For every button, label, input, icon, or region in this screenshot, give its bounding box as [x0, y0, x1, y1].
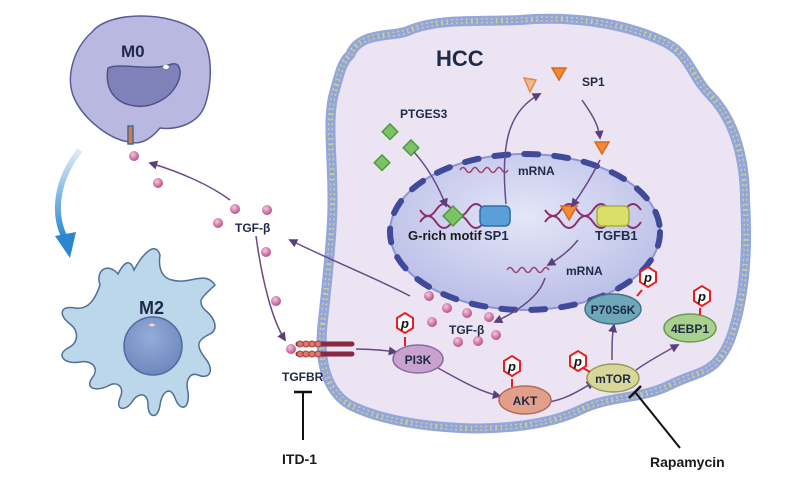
p70s6k-label: P70S6K — [591, 303, 636, 317]
m0-label: M0 — [121, 42, 145, 61]
g-rich-motif-label: G-rich motif — [408, 228, 482, 243]
itd1-label: ITD-1 — [282, 451, 317, 467]
hcc-membrane-tails — [319, 16, 749, 431]
mrna-wave-top — [459, 166, 509, 174]
rapamycin-label: Rapamycin — [650, 454, 725, 470]
akt-node: AKT — [498, 385, 552, 415]
tgfbr-bound-ligand — [286, 344, 296, 354]
hcc-label: HCC — [436, 46, 484, 71]
extracellular-arrows — [148, 160, 286, 342]
mtor-node: mTOR — [586, 363, 640, 393]
4ebp1-label: 4EBP1 — [671, 322, 709, 336]
pathway-arrows — [288, 93, 680, 403]
tgfb1-gene-box — [596, 205, 630, 227]
tgfb-extracellular-ligands — [129, 151, 281, 306]
mrna-top-label: mRNA — [518, 164, 555, 178]
tgfb-intracellular-label: TGF-β — [449, 323, 484, 337]
m0-macrophage — [69, 15, 212, 145]
tgfb-extracellular-label: TGF-β — [235, 221, 270, 235]
phospho-akt-label: p — [507, 359, 516, 374]
p70s6k-node: P70S6K — [584, 293, 642, 325]
ptges3-label: PTGES3 — [400, 107, 448, 121]
phospho-mtor-label: p — [573, 354, 582, 369]
sp1-gene-box — [479, 205, 511, 227]
akt-label: AKT — [513, 394, 538, 408]
m2-label: M2 — [139, 298, 164, 318]
phospho-4ebp1: p — [693, 284, 711, 315]
tgfb1-gene-label: TGFB1 — [595, 228, 638, 243]
tgfbr-label: TGFBR — [282, 370, 324, 384]
mrna-bottom-label: mRNA — [566, 264, 603, 278]
sp1-proteins — [522, 67, 611, 156]
phospho-pi3k-label: p — [400, 316, 409, 331]
polarization-arrowhead — [55, 232, 76, 258]
phospho-p70s6k-label: p — [643, 270, 652, 285]
4ebp1-node: 4EBP1 — [663, 313, 717, 343]
phospho-akt: p — [503, 354, 521, 387]
sp1-bound-triangle — [559, 205, 579, 222]
tgfbr-receptor — [295, 340, 355, 358]
rapamycin-inhibitor — [628, 385, 681, 449]
tgfb-intracellular-ligands — [424, 291, 501, 347]
phospho-pi3k: p — [396, 311, 414, 346]
phospho-p70s6k: p — [636, 265, 657, 297]
ptges3-proteins — [373, 122, 420, 172]
sp1-protein-label: SP1 — [582, 75, 605, 89]
polarization-arrow — [54, 148, 83, 242]
itd1-inhibitor — [294, 390, 312, 440]
g-rich-motif-marker — [442, 205, 464, 227]
sp1-gene-label: SP1 — [484, 228, 509, 243]
nucleus — [387, 151, 663, 313]
pi3k-label: PI3K — [405, 353, 432, 367]
mtor-label: mTOR — [595, 372, 631, 386]
pi3k-node: PI3K — [392, 344, 444, 374]
phospho-4ebp1-label: p — [697, 289, 706, 304]
mrna-wave-bottom — [506, 266, 550, 274]
phospho-mtor: p — [569, 349, 591, 373]
m2-macrophage — [61, 248, 216, 417]
